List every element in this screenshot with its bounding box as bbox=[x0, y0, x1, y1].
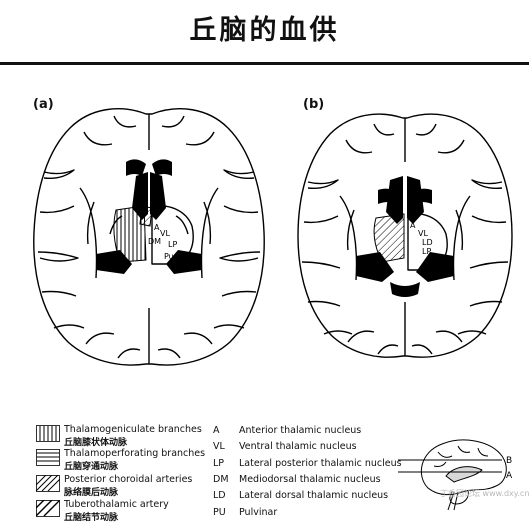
vertical-lines-swatch-icon bbox=[36, 425, 60, 442]
panel-b-label: (b) bbox=[303, 97, 325, 112]
section-line-label: A bbox=[506, 471, 513, 481]
legend-item-thalamogeniculate: Thalamogeniculate branches 丘脑膝状体动脉 bbox=[36, 424, 226, 448]
legend-label-zh: 丘脑膝状体动脉 bbox=[64, 438, 128, 448]
legend-label-en: Thalamogeniculate branches bbox=[64, 424, 202, 435]
panel-a-label: (a) bbox=[33, 97, 54, 112]
abbreviation-name: Lateral posterior thalamic nucleus bbox=[239, 458, 402, 469]
nucleus-label: VL bbox=[418, 229, 428, 238]
section-line-label: B bbox=[506, 456, 512, 466]
legend-item-thalamoperforating: Thalamoperforating branches 丘脑穿通动脉 bbox=[36, 448, 226, 472]
nucleus-label: VL bbox=[160, 229, 170, 238]
abbreviation: LD bbox=[213, 490, 226, 501]
watermark: 丁香园论坛 www.dxy.cn bbox=[440, 489, 529, 498]
abbreviation-row: PU Pulvinar bbox=[213, 507, 277, 522]
abbreviation: A bbox=[213, 425, 220, 436]
abbreviation: LP bbox=[213, 458, 225, 469]
legend-label-en: Posterior choroidal arteries bbox=[64, 474, 193, 485]
diagonal-lines-swatch-icon bbox=[36, 475, 60, 492]
nucleus-label: A bbox=[410, 221, 416, 230]
abbreviation-name: Mediodorsal thalamic nucleus bbox=[239, 474, 381, 485]
nucleus-label: A bbox=[154, 223, 160, 232]
brain-section-a-diagram: A VL DM LP Pu bbox=[33, 108, 265, 366]
abbreviation-row: A Anterior thalamic nucleus bbox=[213, 425, 361, 440]
abbreviation-name: Ventral thalamic nucleus bbox=[239, 441, 357, 452]
page-title: 丘脑的血供 bbox=[189, 15, 340, 46]
brain-section-b-diagram: A VL LD LP bbox=[297, 113, 513, 358]
legend-item-posterior-choroidal: Posterior choroidal arteries 脉络膜后动脉 bbox=[36, 474, 226, 498]
nucleus-label: LP bbox=[422, 247, 431, 256]
abbreviation: PU bbox=[213, 507, 226, 518]
abbreviation-name: Lateral dorsal thalamic nucleus bbox=[239, 490, 389, 501]
legend-label-zh: 丘脑结节动脉 bbox=[64, 513, 119, 523]
title-rule bbox=[0, 62, 529, 65]
nucleus-label: DM bbox=[148, 237, 161, 246]
nucleus-label: Pu bbox=[164, 252, 174, 261]
legend-label-zh: 丘脑穿通动脉 bbox=[64, 462, 119, 472]
nucleus-label: LD bbox=[422, 238, 433, 247]
sagittal-brain-inset-diagram: B A bbox=[398, 439, 513, 511]
cross-diagonal-lines-swatch-icon bbox=[36, 500, 60, 517]
abbreviation-name: Anterior thalamic nucleus bbox=[239, 425, 362, 436]
abbreviation-row: LD Lateral dorsal thalamic nucleus bbox=[213, 490, 388, 505]
legend-item-tuberothalamic: Tuberothalamic artery 丘脑结节动脉 bbox=[36, 499, 226, 523]
legend-label-zh: 脉络膜后动脉 bbox=[64, 488, 119, 498]
abbreviation-row: DM Mediodorsal thalamic nucleus bbox=[213, 474, 381, 489]
abbreviation-row: LP Lateral posterior thalamic nucleus bbox=[213, 458, 402, 473]
nucleus-label: LP bbox=[168, 240, 177, 249]
abbreviation: VL bbox=[213, 441, 225, 452]
horizontal-lines-swatch-icon bbox=[36, 449, 60, 466]
legend-label-en: Thalamoperforating branches bbox=[64, 448, 206, 459]
legend-label-en: Tuberothalamic artery bbox=[64, 499, 169, 510]
abbreviation: DM bbox=[213, 474, 229, 485]
abbreviation-row: VL Ventral thalamic nucleus bbox=[213, 441, 357, 456]
abbreviation-name: Pulvinar bbox=[239, 507, 278, 518]
